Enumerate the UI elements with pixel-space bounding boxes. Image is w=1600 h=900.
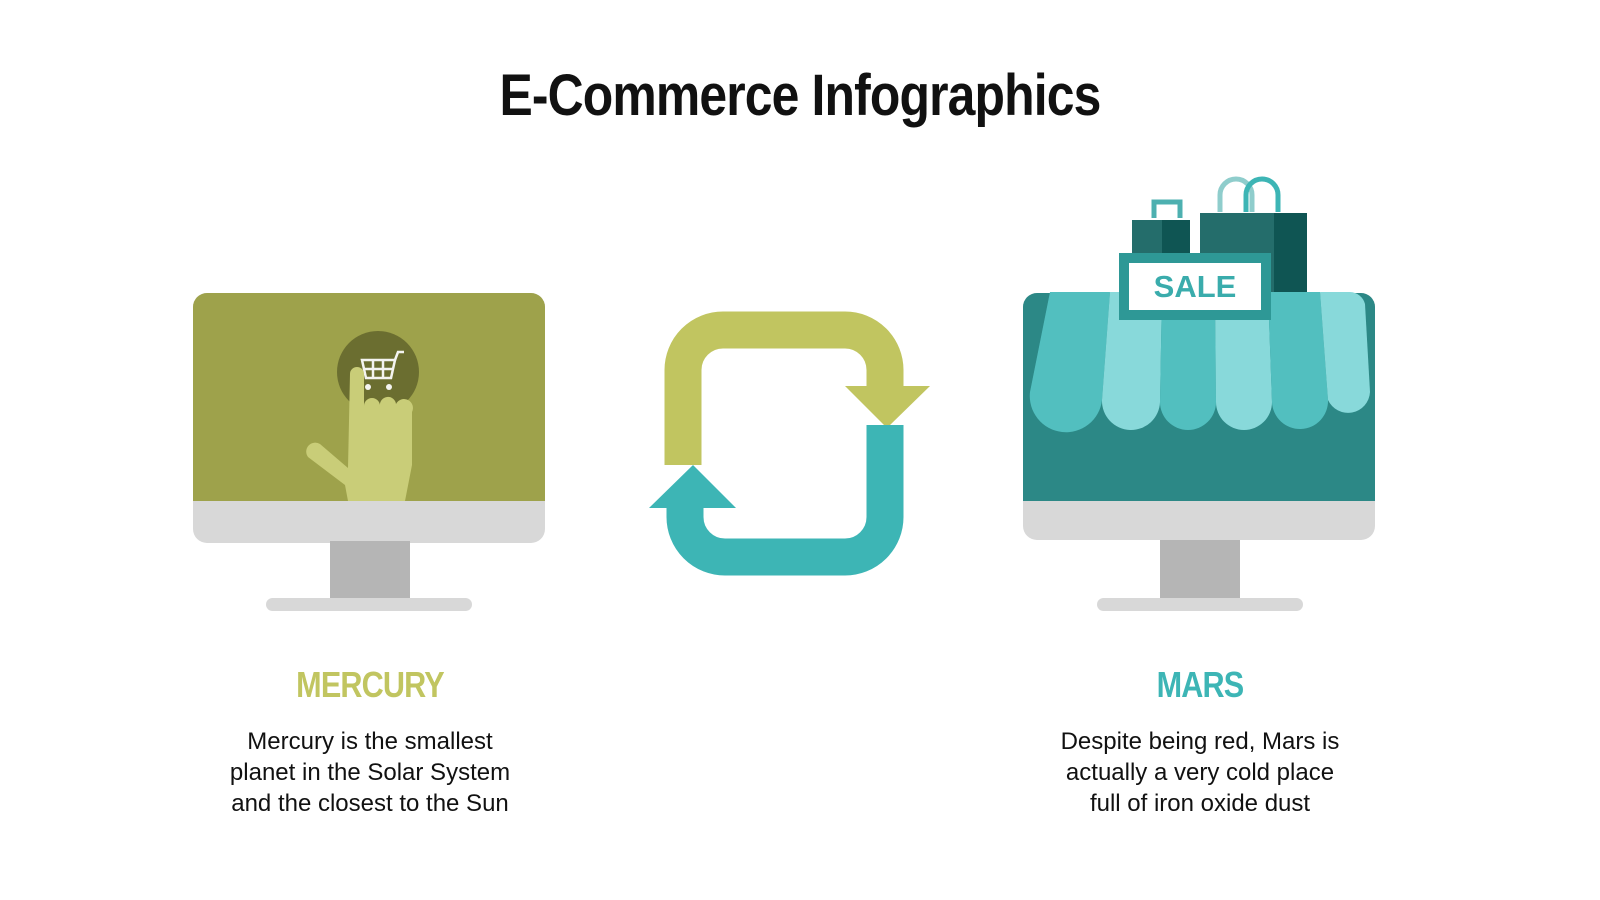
monitor-storefront-icon: SALE bbox=[1023, 176, 1375, 611]
monitor-hand-cart-icon bbox=[193, 293, 545, 611]
mars-heading: MARS bbox=[1156, 664, 1245, 705]
description-line: and the closest to the Sun bbox=[231, 790, 509, 817]
cycle-arrows-icon bbox=[649, 311, 930, 576]
description-line: actually a very cold place bbox=[1065, 759, 1335, 786]
description-line: Mercury is the smallest bbox=[247, 728, 493, 755]
page-title: E-Commerce Infographics bbox=[499, 63, 1101, 128]
mercury-description: Mercury is the smallest planet in the So… bbox=[170, 726, 570, 819]
description-line: full of iron oxide dust bbox=[1089, 790, 1311, 817]
sale-label: SALE bbox=[1154, 269, 1237, 304]
description-line: Despite being red, Mars is bbox=[1060, 728, 1340, 755]
description-line: planet in the Solar System bbox=[229, 759, 511, 786]
mercury-heading: MERCURY bbox=[296, 664, 444, 705]
mars-description: Despite being red, Mars is actually a ve… bbox=[1000, 726, 1400, 819]
